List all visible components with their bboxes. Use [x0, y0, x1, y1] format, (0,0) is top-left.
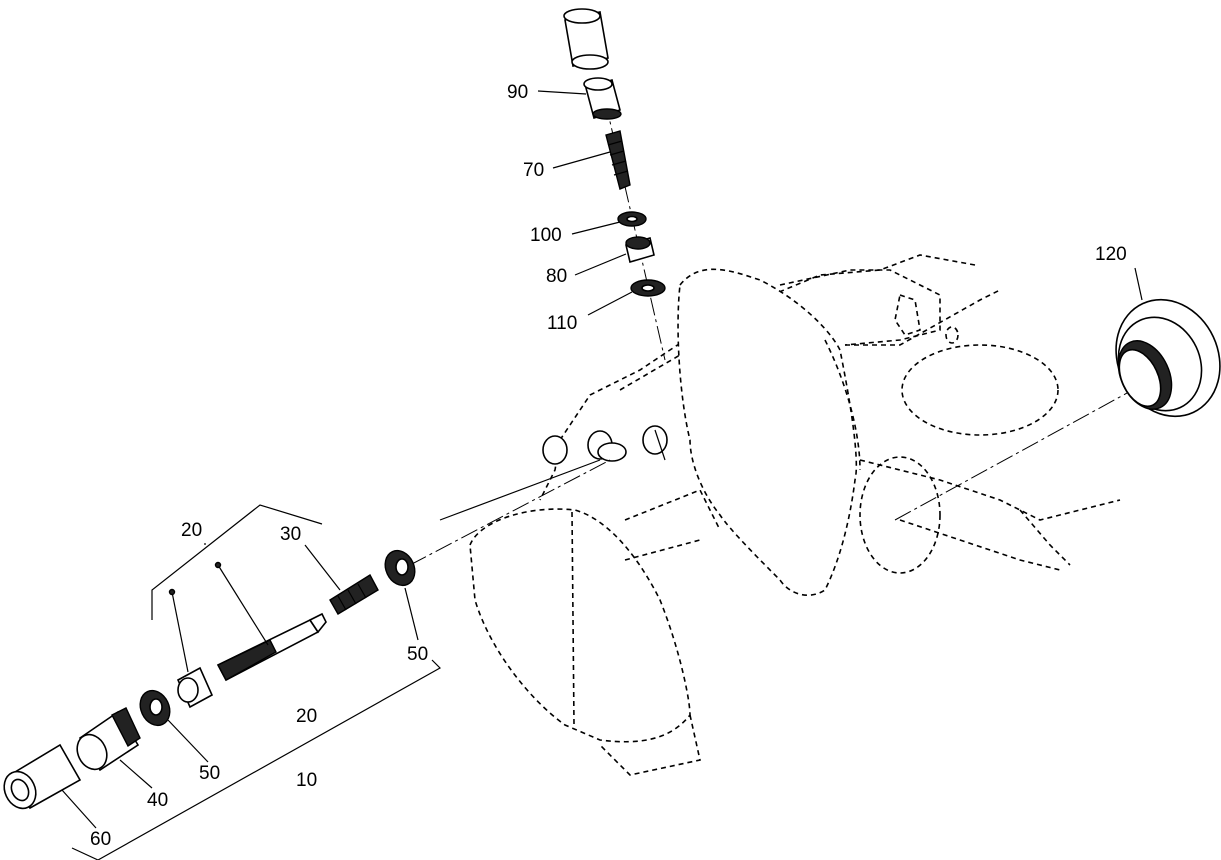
callout-20-top: 20 — [181, 520, 202, 541]
callout-70: 70 — [523, 160, 544, 181]
part-20-nut — [176, 666, 214, 709]
part-120-seal-ring — [1115, 298, 1221, 418]
callout-labels: 90 70 100 80 110 120 20 30 50 20 50 40 1… — [90, 82, 1127, 850]
part-40-fitting — [76, 707, 141, 772]
part-80-nut — [625, 236, 655, 264]
part-50-right-washer — [384, 549, 416, 587]
callout-100: 100 — [530, 225, 562, 246]
leader-lines — [61, 90, 1143, 860]
callout-110: 110 — [547, 313, 577, 334]
transmission-housing — [469, 254, 1121, 776]
part-60-sleeve — [3, 743, 82, 810]
part-90-plug — [583, 77, 622, 120]
callout-50-left: 50 — [199, 763, 220, 784]
callout-10: 10 — [296, 770, 317, 791]
part-100-hole — [626, 215, 638, 223]
upper-cap-part — [563, 8, 609, 70]
part-70-spring — [605, 130, 631, 190]
callout-50-right: 50 — [407, 644, 428, 665]
callout-20-mid: 20 — [296, 706, 317, 727]
part-20-spool — [216, 612, 327, 682]
part-50-left-washer — [139, 689, 171, 727]
part-110-hole — [641, 284, 655, 292]
callout-120: 120 — [1095, 244, 1127, 265]
part-30-spring — [329, 574, 379, 615]
callout-40: 40 — [147, 790, 168, 811]
callout-80: 80 — [546, 266, 567, 287]
callout-60: 60 — [90, 829, 111, 850]
callout-90: 90 — [507, 82, 528, 103]
callout-30: 30 — [280, 524, 301, 545]
